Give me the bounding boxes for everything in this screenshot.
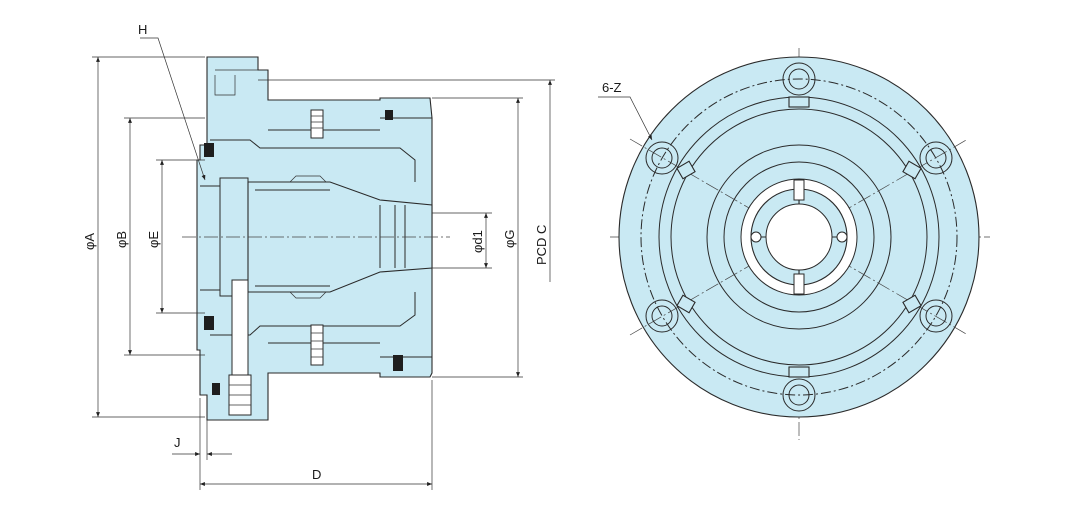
- inner-ring-3: [723, 161, 875, 313]
- inner-ring-2: [706, 144, 892, 330]
- front-view: [610, 48, 990, 440]
- label-e: φE: [146, 231, 161, 248]
- label-j: J: [174, 435, 181, 450]
- hole-upper-left: [645, 141, 679, 175]
- extension-lines: [92, 56, 555, 490]
- pcd-circle: [640, 78, 958, 396]
- inner-ring-1: [670, 108, 928, 366]
- collet-face: [740, 178, 858, 296]
- z-callout: 6-Z: [598, 80, 653, 141]
- top-screw: [310, 109, 324, 139]
- label-a: φA: [82, 233, 97, 250]
- flange-bolt: [228, 279, 252, 416]
- dimension-labels: H φA φB φE φd1 φG PCD C J D: [82, 22, 549, 482]
- hole-lower-left: [645, 299, 679, 333]
- label-b: φB: [114, 231, 129, 248]
- bottom-screw: [310, 324, 324, 366]
- label-d: D: [312, 467, 321, 482]
- hole-bottom: [782, 378, 816, 412]
- hole-upper-right: [919, 141, 953, 175]
- side-section-view: [182, 56, 450, 421]
- set-screws: [204, 110, 403, 395]
- label-d1: φd1: [470, 230, 485, 253]
- mounting-holes: [645, 62, 953, 412]
- hole-top: [782, 62, 816, 96]
- dimension-lines: [96, 37, 552, 486]
- hole-lower-right: [919, 299, 953, 333]
- label-h: H: [138, 22, 147, 37]
- label-pcd-c: PCD C: [534, 225, 549, 265]
- label-6-z: 6-Z: [602, 80, 622, 95]
- label-g: φG: [502, 229, 517, 248]
